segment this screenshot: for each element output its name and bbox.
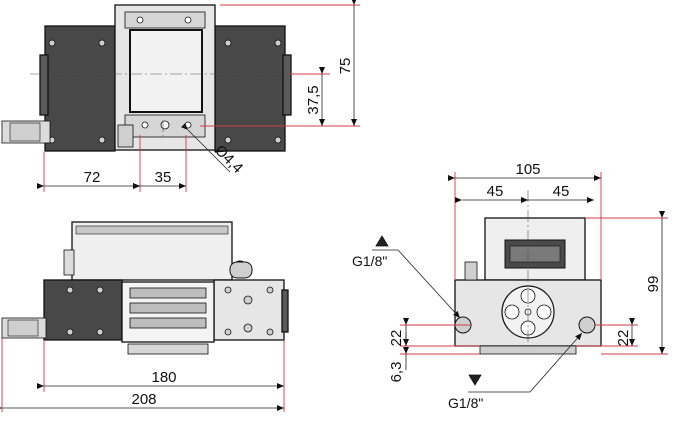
- dim-105: 105: [515, 161, 540, 178]
- dim-72: 72: [84, 169, 101, 186]
- dim-180: 180: [151, 369, 176, 386]
- top-view: 72 35 75 37,5 Ø4,4: [1, 0, 360, 192]
- dim-45-right: 45: [553, 183, 570, 200]
- dim-45-left: 45: [487, 183, 504, 200]
- triangle-up-icon: [375, 235, 389, 247]
- inlet-port-label: G1/8": [352, 253, 387, 269]
- top-right-head: [214, 25, 286, 152]
- dim-37-5: 37,5: [305, 85, 322, 114]
- triangle-down-icon: [468, 374, 482, 386]
- outlet-port-label: G1/8": [448, 395, 483, 411]
- front-view: 180 208: [0, 221, 289, 412]
- dim-208: 208: [131, 391, 156, 408]
- dim-22-right: 22: [615, 330, 632, 347]
- dim-99: 99: [645, 276, 662, 293]
- front-left-head: [43, 279, 123, 341]
- dim-22-left: 22: [388, 330, 405, 347]
- top-left-head: [44, 25, 116, 152]
- dim-6-3: 6,3: [388, 362, 405, 383]
- side-view: 105 45 45 99 22 22 6,3 G1/8" G1/8": [352, 161, 668, 411]
- dim-35: 35: [155, 169, 172, 186]
- dim-75: 75: [337, 58, 354, 75]
